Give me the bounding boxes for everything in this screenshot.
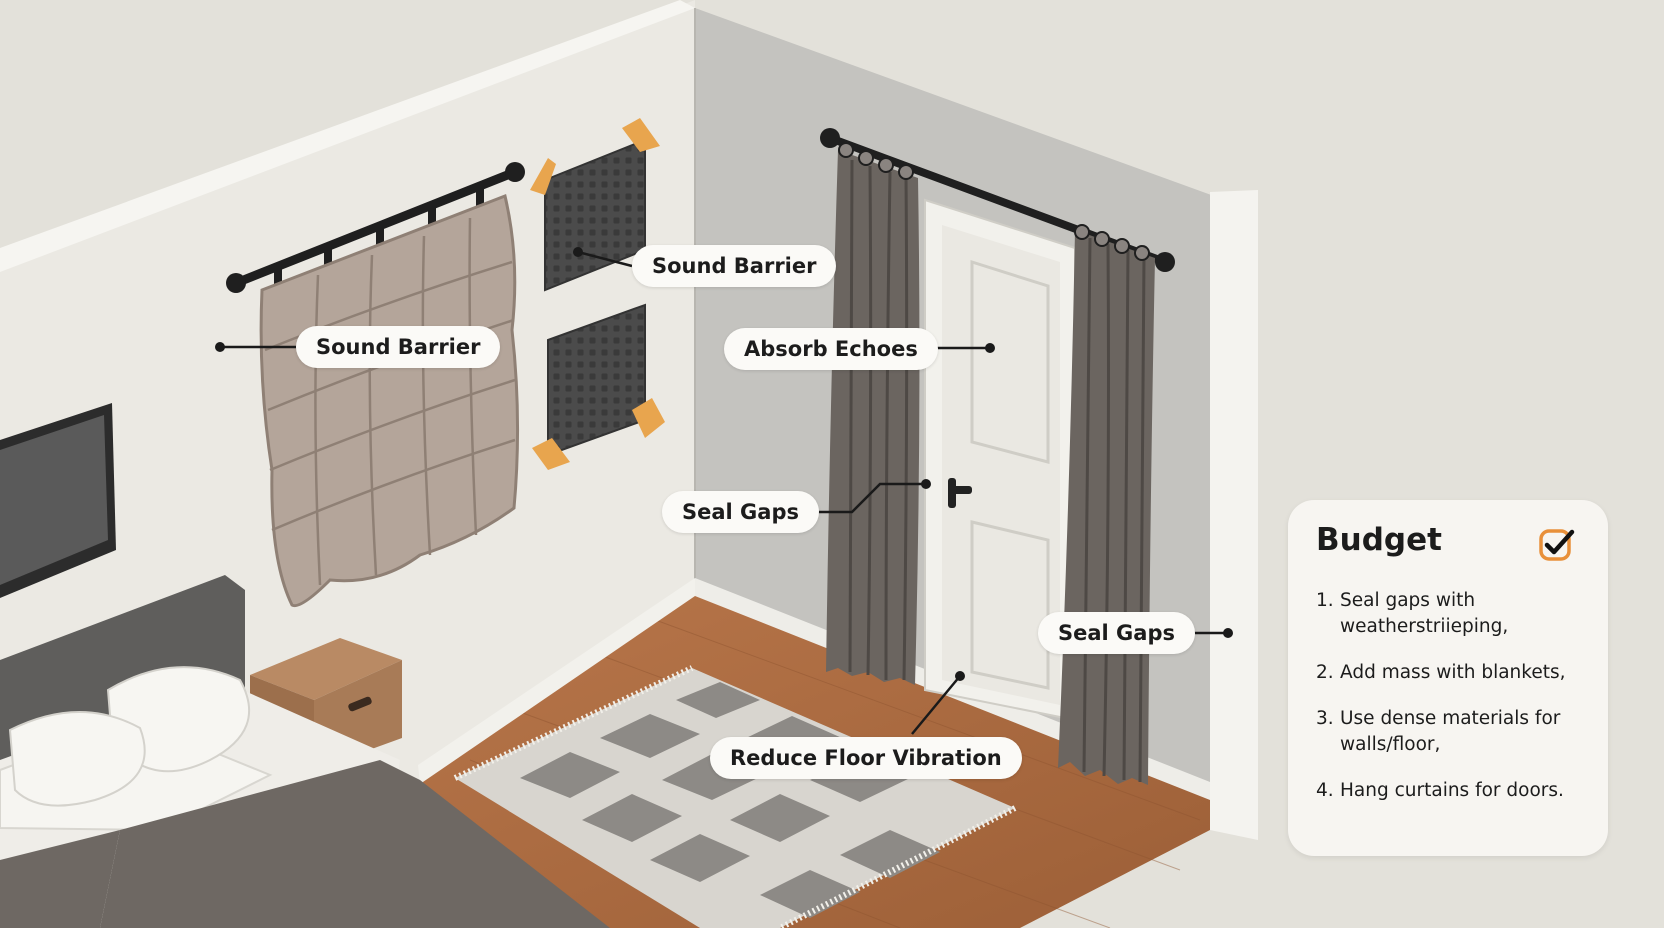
rug bbox=[453, 665, 1017, 928]
acoustic-panel-bottom bbox=[532, 303, 665, 470]
acoustic-panel-top bbox=[530, 118, 660, 292]
bed bbox=[0, 575, 610, 928]
budget-item-number: 3. bbox=[1316, 708, 1334, 729]
checkbox-checked-icon bbox=[1539, 529, 1575, 561]
label-reduce-floor-vibration: Reduce Floor Vibration bbox=[710, 737, 1022, 779]
back-wall-edge bbox=[1210, 190, 1258, 840]
budget-card: Budget 1. Seal gaps with weatherstriiepi… bbox=[1288, 500, 1608, 856]
budget-item-number: 1. bbox=[1316, 590, 1334, 611]
tv bbox=[0, 403, 116, 598]
budget-item: 2. Add mass with blankets, bbox=[1316, 660, 1606, 686]
label-absorb-echoes: Absorb Echoes bbox=[724, 328, 938, 370]
budget-item-text: Hang curtains for doors. bbox=[1340, 780, 1564, 801]
budget-item: 4. Hang curtains for doors. bbox=[1316, 778, 1606, 804]
budget-item-number: 2. bbox=[1316, 662, 1334, 683]
budget-item-number: 4. bbox=[1316, 780, 1334, 801]
label-seal-gaps-right: Seal Gaps bbox=[1038, 612, 1195, 654]
budget-item: 3. Use dense materials for walls/floor, bbox=[1316, 706, 1606, 758]
budget-item-text: Use dense materials for walls/floor, bbox=[1340, 708, 1561, 755]
budget-item-text: Seal gaps with weatherstriieping, bbox=[1340, 590, 1509, 637]
door bbox=[924, 198, 1076, 722]
budget-item: 1. Seal gaps with weatherstriieping, bbox=[1316, 588, 1606, 640]
left-wall-top bbox=[0, 0, 695, 272]
label-seal-gaps-door: Seal Gaps bbox=[662, 491, 819, 533]
moving-blanket bbox=[259, 193, 520, 608]
budget-item-text: Add mass with blankets, bbox=[1340, 662, 1566, 683]
pointer-dots bbox=[215, 247, 1233, 681]
blanket-rod bbox=[231, 167, 520, 288]
label-sound-barrier-panels: Sound Barrier bbox=[632, 245, 837, 287]
budget-list: 1. Seal gaps with weatherstriieping, 2. … bbox=[1316, 588, 1606, 824]
label-sound-barrier-blanket: Sound Barrier bbox=[296, 326, 501, 368]
curtain-left bbox=[826, 142, 920, 685]
budget-title: Budget bbox=[1316, 522, 1442, 558]
